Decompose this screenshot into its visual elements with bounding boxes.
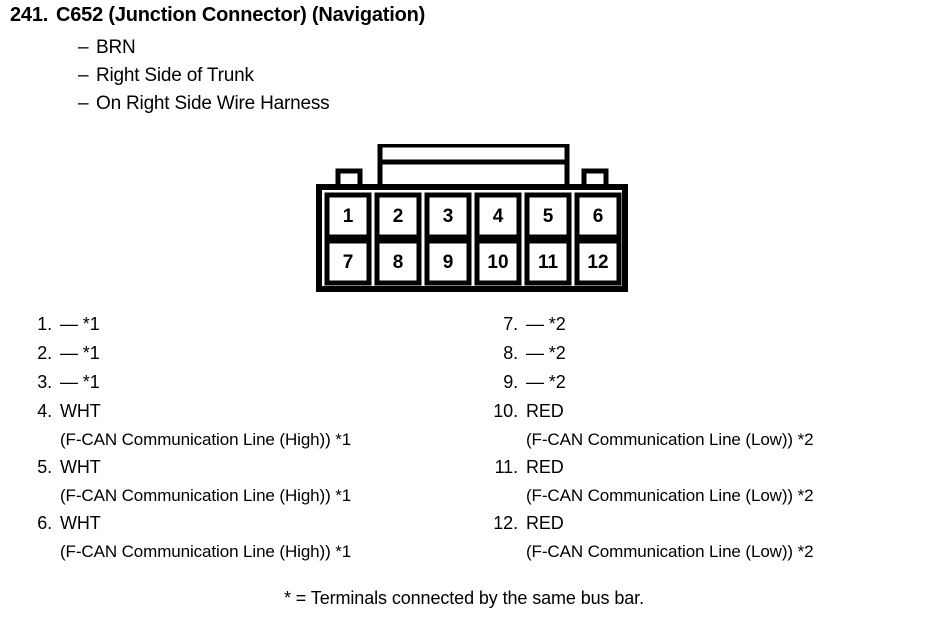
connector-top-tab [377,144,570,190]
pin-number: 11. [494,457,518,477]
pin-wire-color: — *2 [526,314,566,334]
pin-description: (F-CAN Communication Line (Low)) *2 [526,430,814,449]
terminal-cell-4 [474,192,522,240]
attribute-item: –Right Side of Trunk [78,65,329,93]
pin-main-line: 1. — *1 [18,310,478,339]
pin-entry-6: 6. WHT (F-CAN Communication Line (High)) … [18,509,478,565]
connector-attributes-list: –BRN –Right Side of Trunk –On Right Side… [78,37,330,121]
terminal-row-top: 1 2 3 4 5 6 [324,192,622,240]
pin-entry-8: 8. — *2 [484,339,924,368]
pin-wire-color: WHT [60,513,101,533]
pin-description: (F-CAN Communication Line (Low)) *2 [526,486,814,505]
terminal-cell-7 [324,238,372,286]
pin-main-line: 6. WHT [18,509,478,538]
pin-main-line: 11. RED [484,453,924,482]
terminal-cell-1 [324,192,372,240]
pin-main-line: 10. RED [484,397,924,426]
pin-wire-color: WHT [60,457,101,477]
attribute-label: On Right Side Wire Harness [96,93,330,114]
pin-entry-5: 5. WHT (F-CAN Communication Line (High)) … [18,453,478,509]
pin-number: 1. [37,314,52,334]
terminal-label-6: 6 [593,206,604,227]
terminal-label-4: 4 [493,206,504,227]
pin-wire-color: RED [526,513,564,533]
pin-list-right: 7. — *2 8. — *2 9. — *2 10. RED (F-CAN Commu… [484,310,924,565]
pin-wire-color: — *2 [526,343,566,363]
pin-number: 5. [37,457,52,477]
pin-description: (F-CAN Communication Line (High)) *1 [60,542,352,561]
attribute-label: BRN [96,37,136,58]
connector-12-pin-diagram: 1 2 3 4 5 6 7 8 9 10 11 12 [316,144,628,292]
pin-number: 9. [503,372,518,392]
terminal-cell-3 [424,192,472,240]
pin-description: (F-CAN Communication Line (High)) *1 [60,486,352,505]
pin-entry-9: 9. — *2 [484,368,924,397]
pin-main-line: 9. — *2 [484,368,924,397]
pin-entry-12: 12. RED (F-CAN Communication Line (Low)) … [484,509,924,565]
pin-number: 4. [37,401,52,421]
page-title: 241. C652 (Junction Connector) (Navigatio… [10,4,425,27]
pin-list-left: 1. — *1 2. — *1 3. — *1 4. WHT (F-CAN Commun… [18,310,478,565]
dash-icon: – [78,37,89,58]
pin-main-line: 12. RED [484,509,924,538]
pin-wire-color: — *2 [526,372,566,392]
attribute-item: –On Right Side Wire Harness [78,93,330,121]
terminal-label-11: 11 [538,252,559,273]
terminal-cell-2 [374,192,422,240]
pin-entry-4: 4. WHT (F-CAN Communication Line (High)) … [18,397,478,453]
terminal-label-8: 8 [393,252,404,273]
pin-description: (F-CAN Communication Line (High)) *1 [60,430,352,449]
pin-main-line: 5. WHT [18,453,478,482]
pin-entry-2: 2. — *1 [18,339,478,368]
terminal-cell-11 [524,238,572,286]
pin-main-line: 8. — *2 [484,339,924,368]
terminal-label-7: 7 [343,252,354,273]
pin-number: 7. [503,314,518,334]
dash-icon: – [78,65,89,86]
pin-entry-3: 3. — *1 [18,368,478,397]
pin-number: 12. [493,513,518,533]
pin-main-line: 3. — *1 [18,368,478,397]
pin-wire-color: RED [526,401,564,421]
pin-main-line: 4. WHT [18,397,478,426]
pin-main-line: 7. — *2 [484,310,924,339]
terminal-label-5: 5 [543,206,554,227]
item-number: 241. [10,4,49,26]
pin-number: 8. [503,343,518,363]
dash-icon: – [78,93,89,114]
terminal-label-9: 9 [443,252,454,273]
terminal-cell-8 [374,238,422,286]
terminal-label-10: 10 [487,252,508,273]
pin-number: 2. [37,343,52,363]
pin-wire-color: — *1 [60,314,100,334]
terminal-label-12: 12 [587,252,608,273]
terminal-cell-12 [574,238,622,286]
terminal-row-bottom: 7 8 9 10 11 12 [324,238,622,286]
terminal-cell-6 [574,192,622,240]
terminal-cell-5 [524,192,572,240]
connector-title: C652 (Junction Connector) (Navigation) [56,4,426,26]
pin-entry-11: 11. RED (F-CAN Communication Line (Low)) … [484,453,924,509]
pin-number: 10. [493,401,518,421]
footnote-bus-bar: * = Terminals connected by the same bus … [284,588,644,608]
pin-main-line: 2. — *1 [18,339,478,368]
pin-entry-7: 7. — *2 [484,310,924,339]
terminal-cell-10 [474,238,522,286]
terminal-label-1: 1 [343,206,354,227]
terminal-label-2: 2 [393,206,404,227]
pin-entry-10: 10. RED (F-CAN Communication Line (Low)) … [484,397,924,453]
pin-description: (F-CAN Communication Line (Low)) *2 [526,542,814,561]
pin-entry-1: 1. — *1 [18,310,478,339]
pin-number: 3. [37,372,52,392]
pin-wire-color: WHT [60,401,101,421]
attribute-label: Right Side of Trunk [96,65,254,86]
terminal-label-3: 3 [443,206,454,227]
pin-wire-color: — *1 [60,372,100,392]
pin-number: 6. [37,513,52,533]
pin-wire-color: — *1 [60,343,100,363]
attribute-item: –BRN [78,37,329,65]
pin-wire-color: RED [526,457,564,477]
terminal-cell-9 [424,238,472,286]
